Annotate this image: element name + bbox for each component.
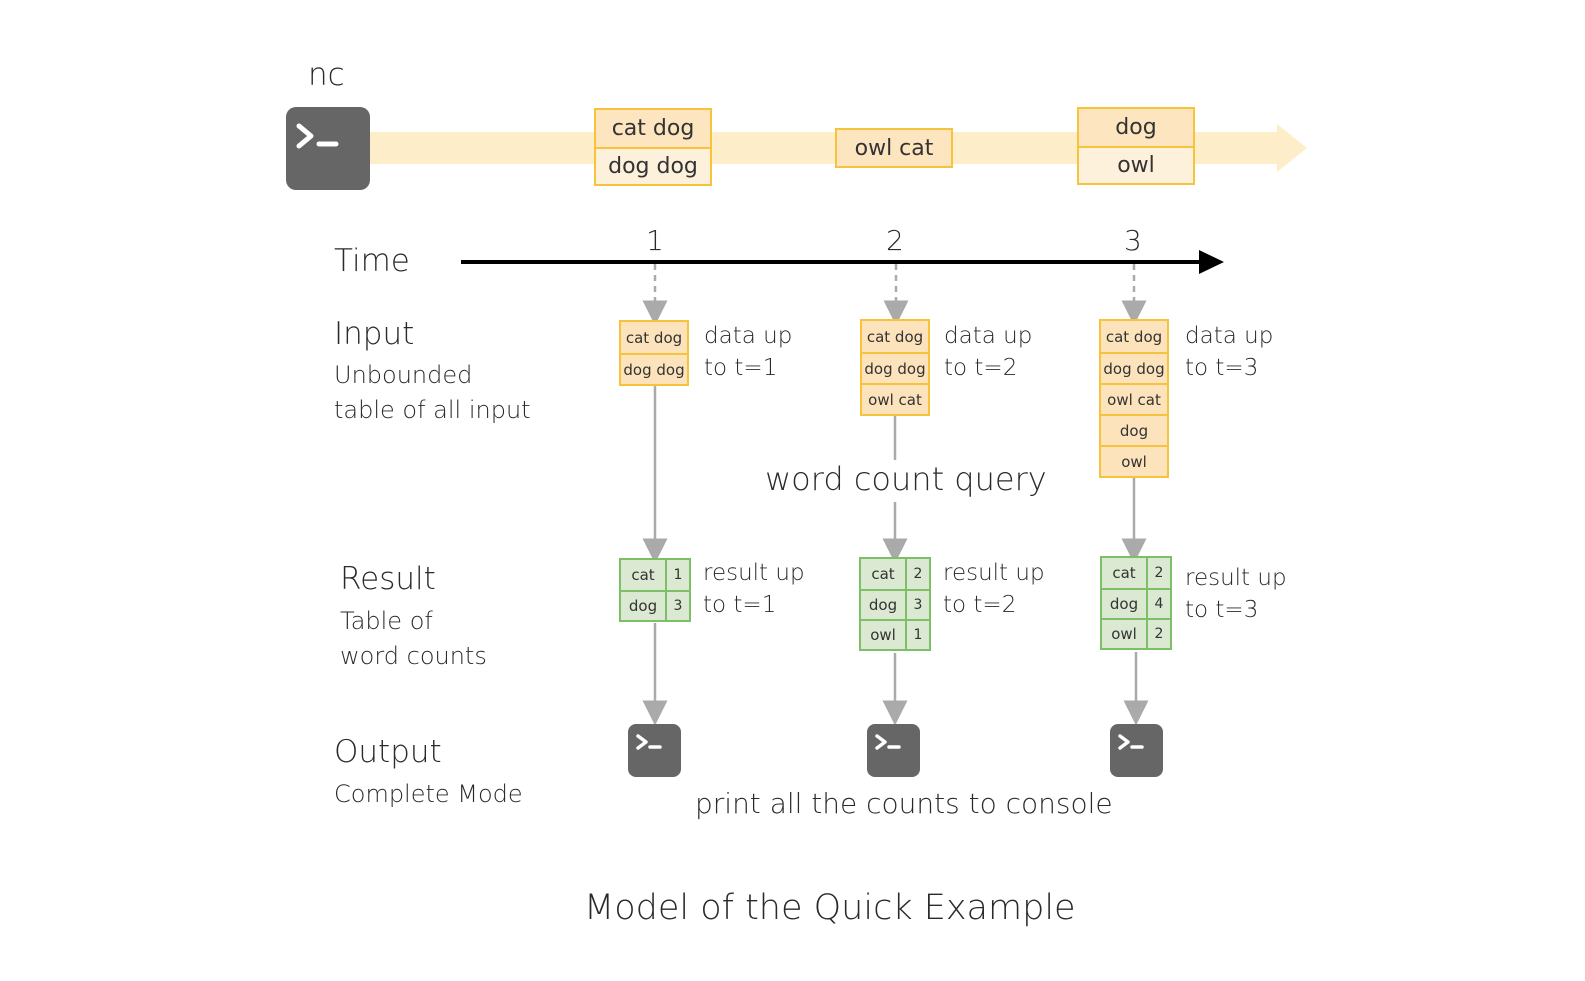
result-count: 4 [1154, 596, 1164, 612]
input-table-row: dog [1101, 414, 1167, 445]
result-note: to t=2 [943, 592, 1017, 618]
input-table-t2: cat dog dog dog owl cat [860, 319, 930, 416]
stream-line: owl [1079, 146, 1193, 183]
result-note: result up [943, 560, 1045, 586]
result-subtitle: word counts [340, 642, 487, 670]
result-heading: Result [340, 561, 436, 597]
result-word: dog [1102, 590, 1148, 618]
stream-batch-1: cat dog dog dog [594, 108, 712, 186]
timeline-arrowhead [1199, 250, 1224, 274]
result-count: 2 [1154, 626, 1164, 642]
input-table-row: dog dog [862, 352, 928, 383]
result-subtitle: Table of [340, 607, 433, 635]
result-table-t3: cat 2 dog 4 owl 2 [1100, 556, 1172, 650]
result-count: 1 [673, 567, 683, 583]
result-note: result up [703, 560, 805, 586]
time-tick: 2 [886, 224, 904, 257]
input-table-row: cat dog [625, 328, 683, 347]
result-word: owl [1102, 620, 1148, 648]
result-note: to t=1 [703, 592, 777, 618]
stream-line: dog dog [596, 147, 710, 184]
result-table-row: owl 2 [1102, 618, 1170, 648]
output-note: print all the counts to console [695, 787, 1113, 820]
result-word: cat [1102, 558, 1148, 588]
output-subtitle: Complete Mode [334, 780, 523, 808]
result-table-row: dog 3 [621, 590, 689, 620]
stream-line: dog [1115, 115, 1157, 140]
input-table-row: owl [1101, 445, 1167, 476]
input-note: data up [1185, 323, 1274, 349]
diagram-caption: Model of the Quick Example [584, 888, 1076, 928]
terminal-icon [286, 107, 370, 190]
result-word: cat [861, 559, 907, 589]
result-count: 3 [913, 597, 923, 613]
input-note: to t=1 [704, 355, 778, 381]
input-table-t3: cat dog dog dog owl cat dog owl [1099, 319, 1169, 478]
result-table-row: dog 4 [1102, 588, 1170, 618]
input-table-row: dog dog [1101, 352, 1167, 383]
result-count: 3 [673, 598, 683, 614]
stream-batch-3: dog owl [1077, 107, 1195, 185]
result-table-t1: cat 1 dog 3 [619, 558, 691, 622]
result-word: owl [861, 621, 907, 649]
time-tick: 3 [1124, 224, 1142, 257]
result-table-row: cat 1 [621, 560, 689, 590]
stream-band [355, 124, 1307, 172]
time-tick: 1 [646, 224, 664, 257]
input-subtitle: table of all input [334, 396, 531, 424]
terminal-icon [867, 724, 920, 777]
input-note: to t=3 [1185, 355, 1259, 381]
input-table-row: dog dog [621, 353, 687, 384]
result-count: 1 [913, 627, 923, 643]
result-table-row: owl 1 [861, 619, 929, 649]
result-table-row: cat 2 [861, 559, 929, 589]
input-note: data up [944, 323, 1033, 349]
input-note: data up [704, 323, 793, 349]
terminal-icon [1110, 724, 1163, 777]
stream-batch-2: owl cat [835, 128, 953, 168]
result-table-row: dog 3 [861, 589, 929, 619]
input-subtitle: Unbounded [334, 361, 473, 389]
input-heading: Input [334, 316, 415, 352]
result-count: 2 [913, 566, 923, 582]
timeline-label: Time [334, 243, 410, 279]
result-table-row: cat 2 [1102, 558, 1170, 588]
query-label: word count query [765, 460, 1047, 498]
input-table-row: cat dog [866, 327, 924, 346]
stream-line: cat dog [611, 116, 695, 141]
input-table-row: cat dog [1105, 327, 1163, 346]
result-word: cat [621, 560, 667, 590]
input-table-row: owl cat [862, 383, 928, 414]
input-table-row: owl cat [1101, 383, 1167, 414]
stream-line: owl cat [854, 135, 934, 161]
result-word: dog [621, 592, 667, 620]
output-heading: Output [334, 734, 442, 770]
source-label: nc [308, 57, 345, 93]
result-word: dog [861, 591, 907, 619]
result-note: to t=3 [1185, 597, 1259, 623]
result-note: result up [1185, 565, 1287, 591]
input-table-t1: cat dog dog dog [619, 320, 689, 386]
terminal-icon [628, 724, 681, 777]
result-count: 2 [1154, 565, 1164, 581]
result-table-t2: cat 2 dog 3 owl 1 [859, 557, 931, 651]
input-note: to t=2 [944, 355, 1018, 381]
